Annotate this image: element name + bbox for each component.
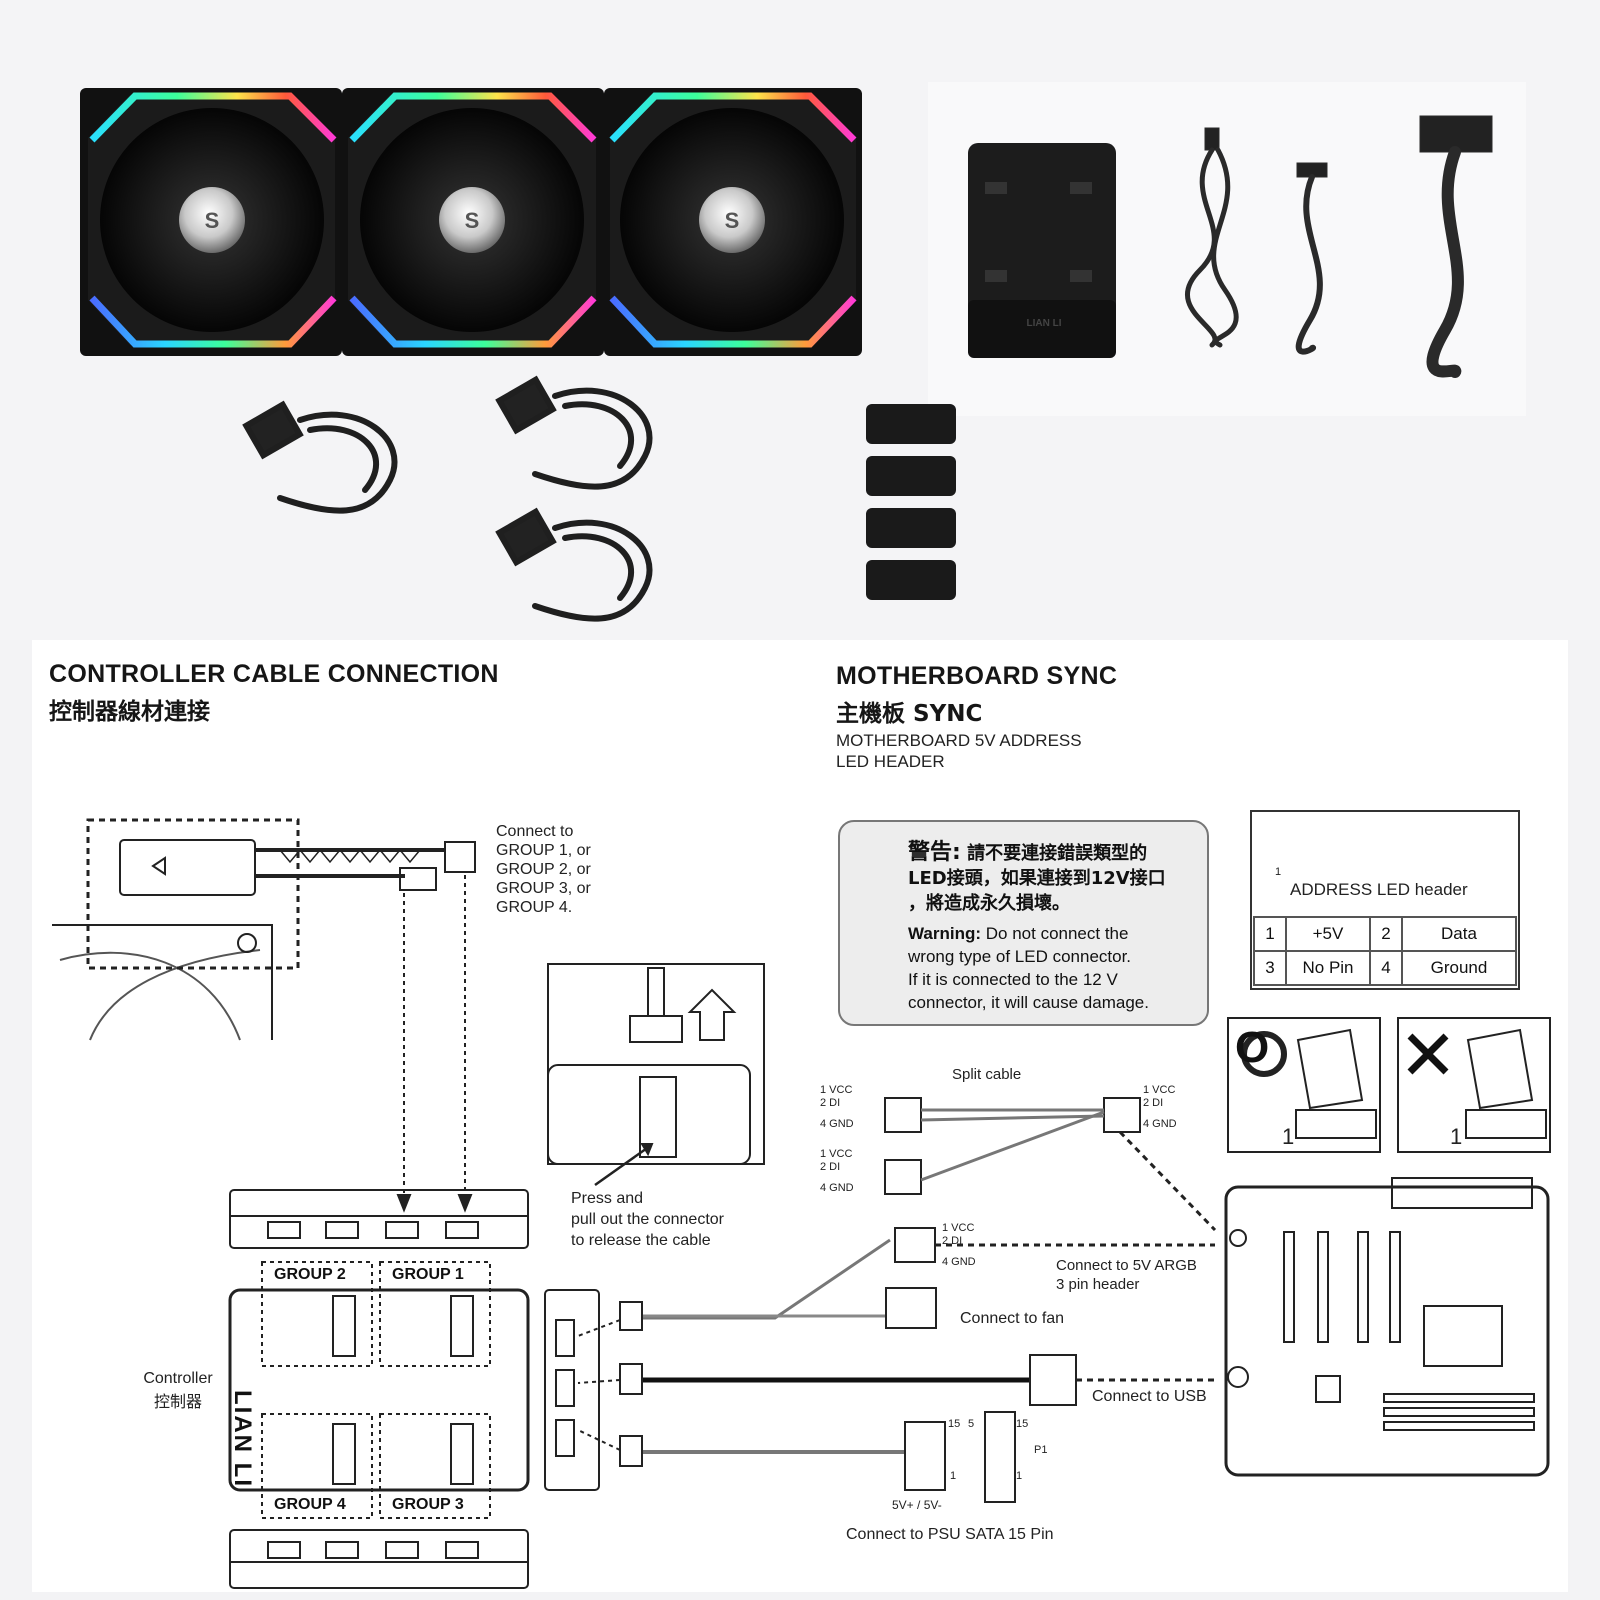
- pin1-marker-wrong: 1: [1450, 1124, 1463, 1149]
- screws: [866, 404, 956, 600]
- pin-row-2: 3 No Pin 4 Ground: [1253, 950, 1517, 986]
- header-pin-one: 1: [1275, 866, 1282, 878]
- sata-5: 5: [968, 1418, 975, 1430]
- controller-box: LIAN LI: [968, 143, 1116, 358]
- mb-subtitle: MOTHERBOARD 5V ADDRESS LED HEADER: [836, 731, 1082, 771]
- sata-1: 1: [950, 1470, 957, 1482]
- sata-connect-label: Connect to PSU SATA 15 Pin: [846, 1526, 1054, 1543]
- sata-p1: P1: [1034, 1444, 1048, 1456]
- group-4-label: GROUP 4: [274, 1496, 346, 1513]
- svg-text:S: S: [205, 208, 220, 233]
- press-release-text: Press and pull out the connector to rele…: [571, 1190, 724, 1249]
- brand-logo: LIAN LI: [229, 1390, 256, 1488]
- warning-box: [838, 820, 1209, 1026]
- fan-1: S: [80, 88, 342, 356]
- svg-text:LIAN LI: LIAN LI: [1027, 318, 1062, 329]
- product-photo-illustration: S S S LIAN LI: [80, 88, 1493, 622]
- connect-fan-label: Connect to fan: [960, 1310, 1065, 1327]
- mb-sync-title-cn: 主機板 SYNC: [836, 701, 983, 727]
- diagram-panel: [32, 640, 1568, 1592]
- pin-row-1: 1 +5V 2 Data: [1253, 916, 1517, 952]
- accessory-cables: [1184, 115, 1493, 378]
- sata-15-right: 15: [1016, 1418, 1029, 1430]
- warning-en-text: Warning: Do not connect the wrong type o…: [908, 924, 1149, 1012]
- fan-3: S: [604, 88, 862, 356]
- controller-title: CONTROLLER CABLE CONNECTION: [49, 660, 499, 688]
- connect-argb-label: Connect to 5V ARGB 3 pin header: [1056, 1257, 1197, 1293]
- pin1-marker-correct: 1: [1282, 1124, 1295, 1149]
- fan-2: S: [342, 88, 604, 356]
- group-3-label: GROUP 3: [392, 1496, 464, 1513]
- address-header-label: ADDRESS LED header: [1290, 880, 1468, 899]
- extension-cables: [242, 375, 653, 622]
- warning-cn-text: 警告: 請不要連接錯誤類型的 LED接頭，如果連接到12V接口 ，將造成永久損壞…: [908, 840, 1166, 914]
- svg-text:S: S: [725, 208, 740, 233]
- wrong-mark-icon: [1407, 1033, 1449, 1075]
- wrong-mark: X: [1410, 1026, 1439, 1070]
- sata-15: 15: [948, 1418, 961, 1430]
- controller-title-cn: 控制器線材連接: [49, 699, 210, 725]
- sata-1-right: 1: [1016, 1470, 1023, 1482]
- svg-text:S: S: [465, 208, 480, 233]
- split-cable-label: Split cable: [952, 1066, 1022, 1083]
- controller-label: Controller 控制器: [143, 1370, 213, 1411]
- sata-voltage: 5V+ / 5V-: [892, 1498, 942, 1512]
- mb-sync-title: MOTHERBOARD SYNC: [836, 662, 1118, 690]
- connect-usb-label: Connect to USB: [1092, 1388, 1207, 1405]
- connect-groups-text: Connect to GROUP 1, or GROUP 2, or GROUP…: [496, 823, 591, 916]
- group-1-label: GROUP 1: [392, 1266, 464, 1283]
- correct-mark: O: [1235, 1023, 1270, 1072]
- pin-table: 1 +5V 2 Data 3 No Pin 4 Ground: [1253, 916, 1517, 986]
- group-2-label: GROUP 2: [274, 1266, 346, 1283]
